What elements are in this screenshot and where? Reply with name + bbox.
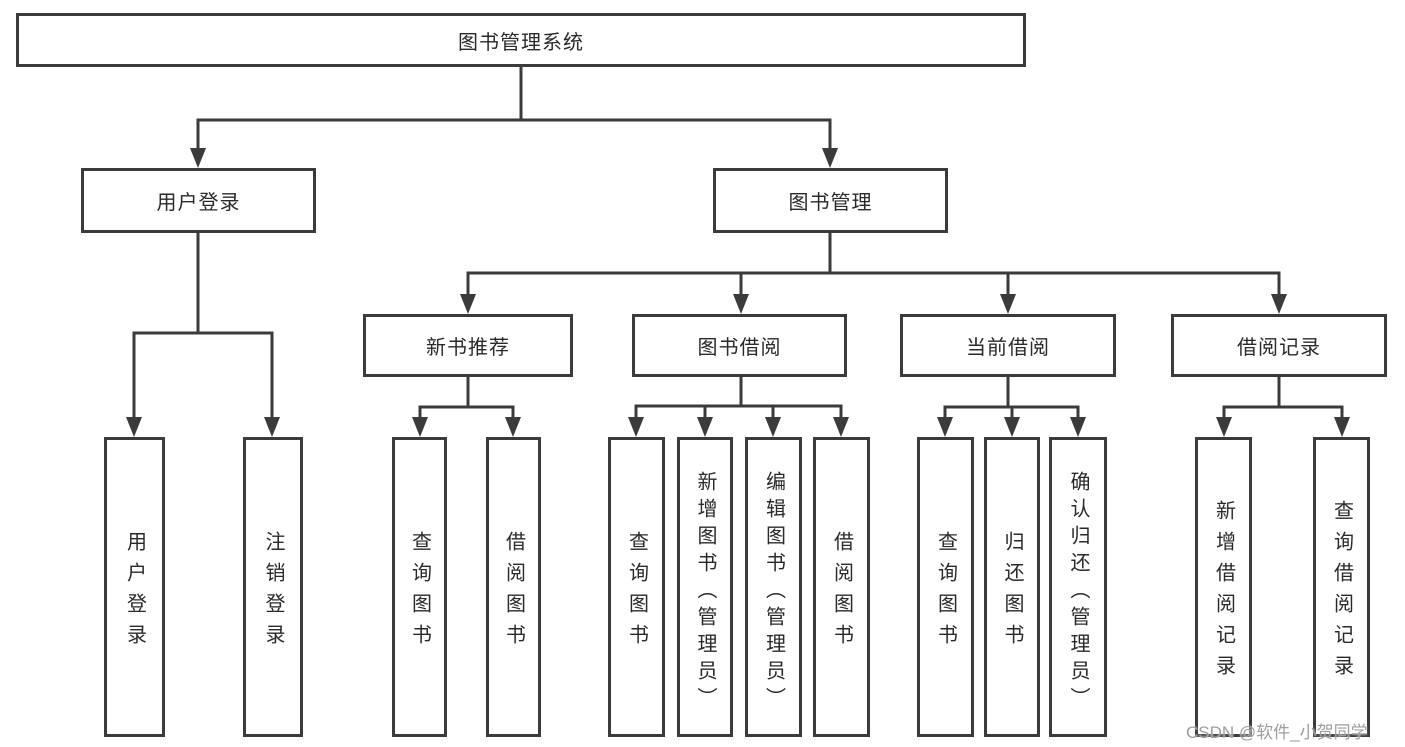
leaf-query-record: 查询借阅记录 <box>1313 437 1370 737</box>
connector-book-borrow-split <box>628 377 849 437</box>
csdn-watermark: CSDN @软件_小贺同学 <box>1186 723 1368 742</box>
leaf-edit-book: 编辑图书（管理员） <box>745 437 802 737</box>
leaf-query-book-2: 查询图书 <box>608 437 665 737</box>
node-new-book-rec: 新书推荐 <box>363 314 573 377</box>
leaf-add-record-label: 新增借阅记录 <box>1212 499 1235 686</box>
leaf-return-book-label: 归还图书 <box>1001 530 1023 655</box>
leaf-logout: 注销登录 <box>243 437 303 737</box>
leaf-edit-book-label: 编辑图书（管理员） <box>762 471 785 714</box>
connector-user-login-split <box>126 233 280 437</box>
leaf-borrow-book-2: 借阅图书 <box>813 437 870 737</box>
leaf-borrow-book-2-label: 借阅图书 <box>830 530 853 655</box>
connector-new-book-split <box>412 377 521 437</box>
leaf-confirm-return: 确认归还（管理员） <box>1049 437 1107 737</box>
leaf-user-login-label: 用户登录 <box>123 530 146 655</box>
leaf-logout-label: 注销登录 <box>262 530 284 655</box>
node-borrow-records: 借阅记录 <box>1171 314 1387 377</box>
leaf-query-book-1: 查询图书 <box>392 437 447 737</box>
leaf-add-book: 新增图书（管理员） <box>677 437 733 737</box>
connector-root-split <box>190 67 838 168</box>
node-book-borrow: 图书借阅 <box>632 314 847 377</box>
leaf-query-book-3: 查询图书 <box>917 437 974 737</box>
node-current-borrow: 当前借阅 <box>900 314 1116 377</box>
leaf-borrow-book-1: 借阅图书 <box>486 437 541 737</box>
leaf-query-book-2-label: 查询图书 <box>625 530 648 655</box>
connector-book-mgmt-split <box>460 233 1287 314</box>
leaf-add-book-label: 新增图书（管理员） <box>694 471 716 714</box>
leaf-query-record-label: 查询借阅记录 <box>1330 499 1353 686</box>
connector-current-borrow-split <box>937 377 1086 437</box>
leaf-return-book: 归还图书 <box>984 437 1040 737</box>
leaf-add-record: 新增借阅记录 <box>1195 437 1252 737</box>
node-user-login: 用户登录 <box>81 168 316 233</box>
leaf-user-login: 用户登录 <box>104 437 165 737</box>
connector-borrow-records-split <box>1216 377 1350 437</box>
leaf-confirm-return-label: 确认归还（管理员） <box>1067 471 1089 714</box>
node-book-mgmt: 图书管理 <box>713 168 948 233</box>
leaf-borrow-book-1-label: 借阅图书 <box>502 530 525 655</box>
node-root: 图书管理系统 <box>16 13 1026 67</box>
leaf-query-book-1-label: 查询图书 <box>408 530 431 655</box>
leaf-query-book-3-label: 查询图书 <box>934 530 957 655</box>
